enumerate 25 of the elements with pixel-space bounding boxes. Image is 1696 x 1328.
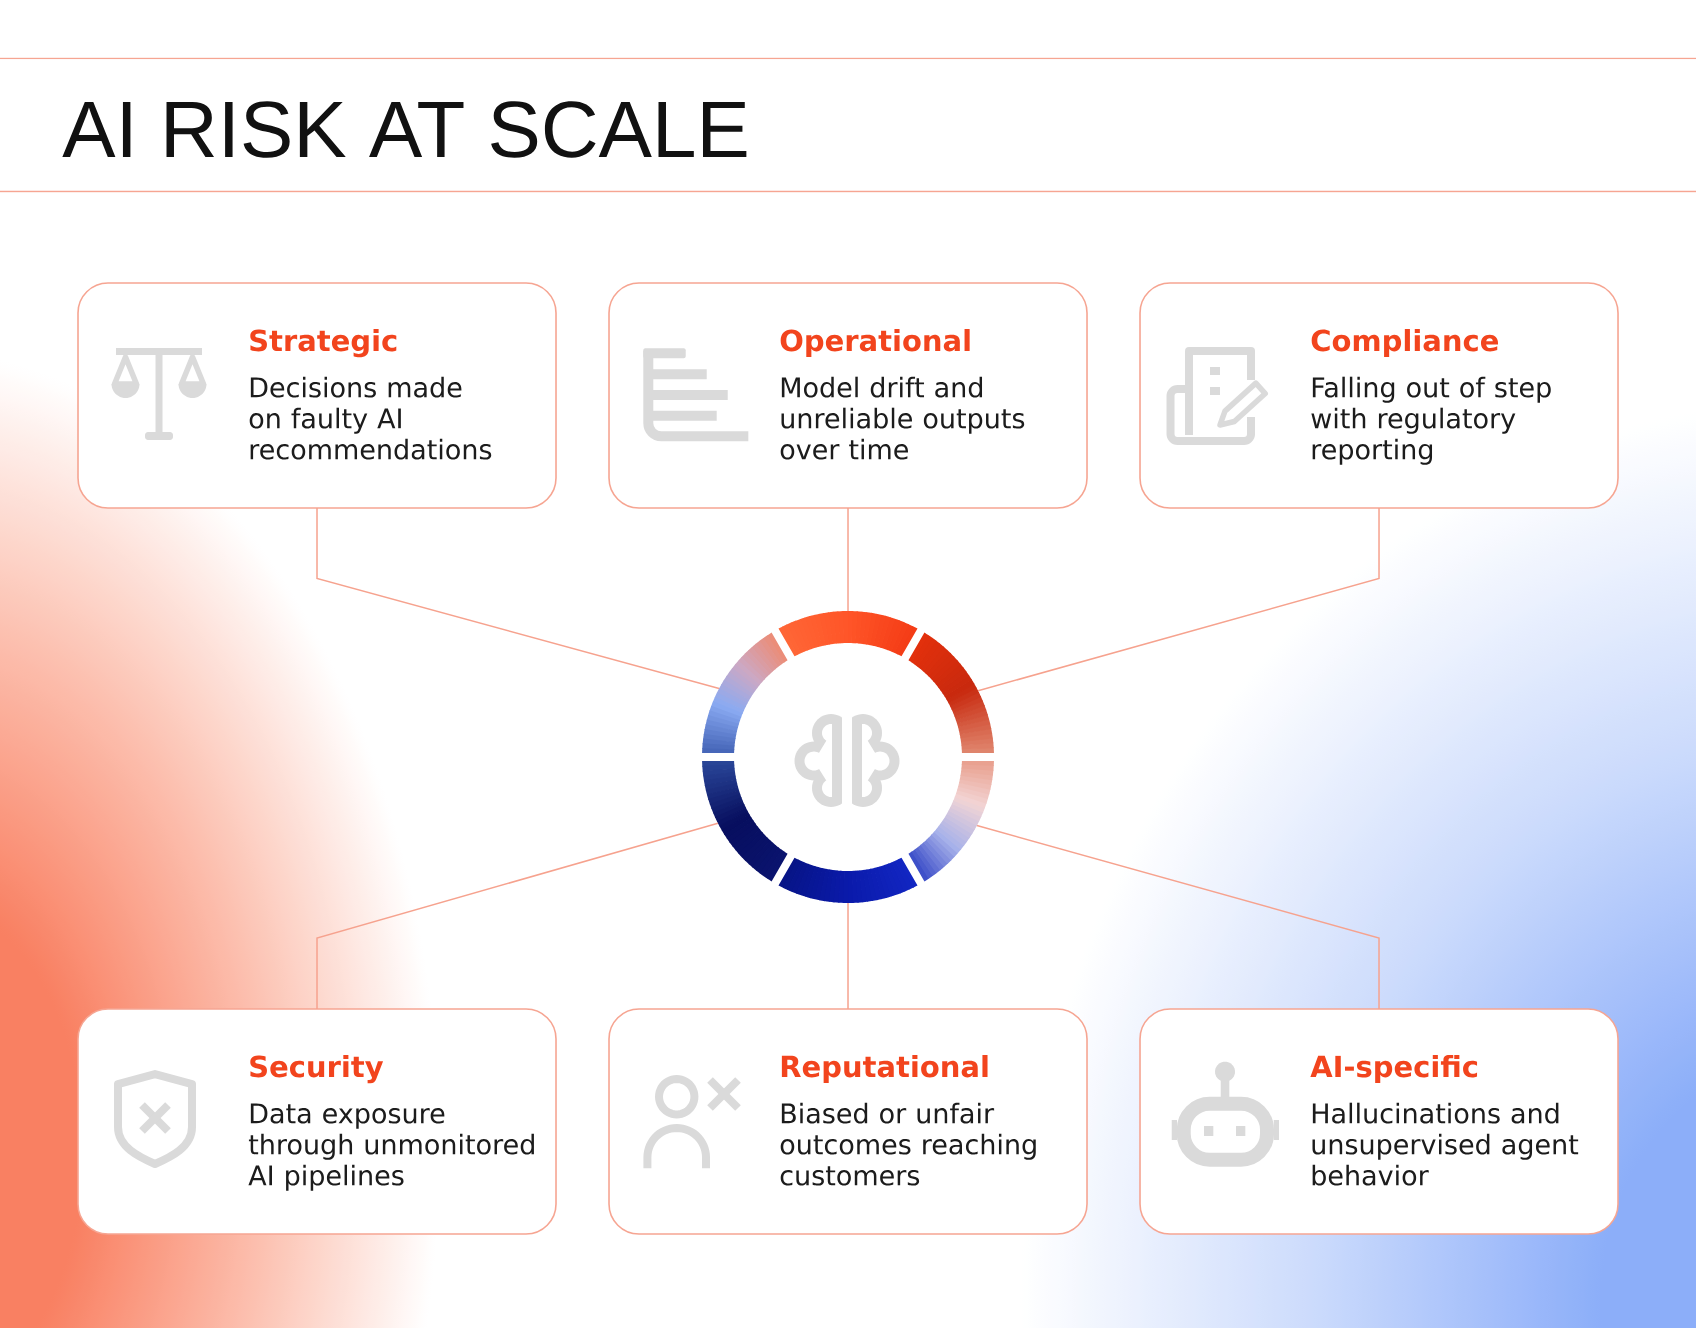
- card-text: Data exposure through unmonitored AI pipelines: [248, 1103, 534, 1191]
- risk-card: [1139, 1008, 1619, 1235]
- card-title: Operational: [780, 328, 970, 358]
- card-title: Strategic: [250, 328, 397, 358]
- card-title: Security: [250, 1055, 384, 1084]
- card-text: Biased or unfair outcomes reaching customers: [780, 1102, 1036, 1186]
- risk-card: [77, 1008, 557, 1235]
- connector-line: [977, 507, 1380, 692]
- card-text: Hallucinations and unsupervised agent behavior: [1312, 1102, 1579, 1186]
- risk-card: [608, 1008, 1088, 1235]
- card-title: AI-specific: [1310, 1055, 1478, 1084]
- card-title: Compliance: [1311, 328, 1498, 358]
- card-title: Reputational: [781, 1055, 988, 1084]
- card-text: Model drift and unreliable outputs over time: [780, 376, 1025, 460]
- risk-card: [77, 282, 557, 509]
- title: AI RISK AT SCALE: [62, 101, 747, 158]
- connector-line: [316, 507, 720, 690]
- connector-line: [976, 824, 1380, 1010]
- connector-line: [847, 507, 849, 612]
- connector-line: [316, 822, 719, 1010]
- risk-card: [608, 282, 1088, 509]
- card-text: Decisions made on faulty AI recommendations: [249, 376, 492, 460]
- connector-line: [847, 902, 849, 1010]
- card-text: Falling out of step with regulatory reporting: [1311, 376, 1551, 465]
- risk-card: [1139, 282, 1619, 509]
